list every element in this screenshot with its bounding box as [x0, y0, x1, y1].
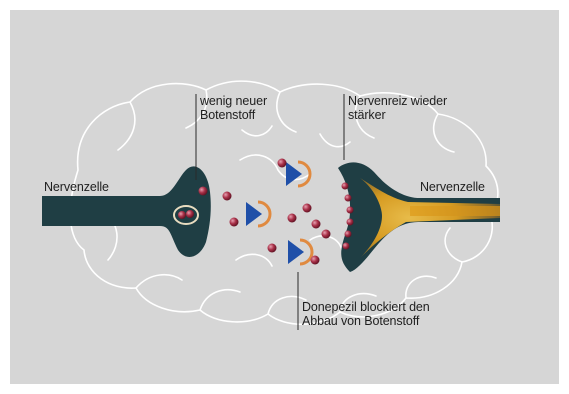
donepezil-line2: Abbau von Botenstoff [302, 314, 430, 328]
donepezil-blocker [288, 240, 312, 264]
donepezil-label: Donepezil blockiert den Abbau von Botens… [302, 300, 430, 328]
few-transmitter-label: wenig neuer Botenstoff [200, 94, 267, 122]
few-transmitter-line1: wenig neuer [200, 94, 267, 108]
diagram-panel: Nervenzelle Nervenzelle wenig neuer Bote… [10, 10, 559, 384]
donepezil-line1: Donepezil blockiert den [302, 300, 430, 314]
left-neuron-label: Nervenzelle [44, 180, 109, 194]
few-transmitter-line2: Botenstoff [200, 108, 267, 122]
stimulus-line1: Nervenreiz wieder [348, 94, 447, 108]
stimulus-label: Nervenreiz wieder stärker [348, 94, 447, 122]
stimulus-line2: stärker [348, 108, 447, 122]
donepezil-blocker [286, 162, 310, 186]
synapse-diagram [10, 10, 559, 384]
axon-glow [410, 206, 500, 216]
right-neuron-label: Nervenzelle [420, 180, 485, 194]
donepezil-blocker [246, 202, 270, 226]
